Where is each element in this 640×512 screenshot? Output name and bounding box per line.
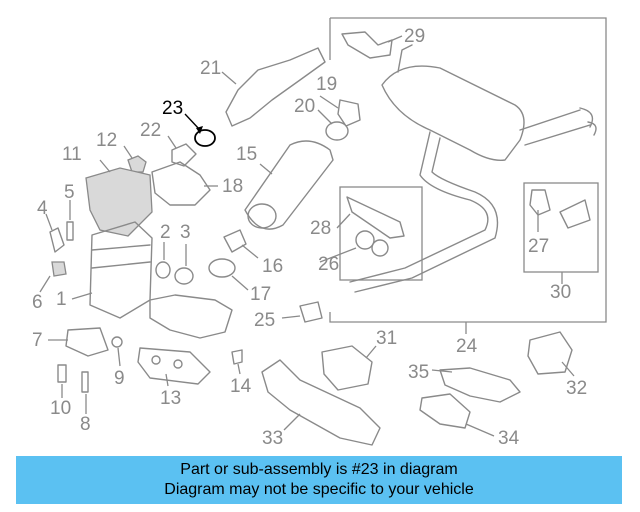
ring-20: [325, 121, 349, 141]
bolt-5: [66, 221, 74, 241]
nut-12: [127, 155, 147, 173]
callout-18: 18: [222, 176, 243, 197]
nut-6: [51, 261, 67, 277]
callout-27: 27: [528, 236, 549, 257]
bolt-14: [231, 349, 243, 365]
leader-23-arrowhead: [196, 126, 203, 134]
callout-19: 19: [316, 74, 337, 95]
callout-31: 31: [376, 328, 397, 349]
callout-10: 10: [50, 398, 71, 419]
flange-gasket-13: [137, 347, 211, 385]
sub-assembly-box-27: [523, 182, 599, 273]
callout-23-highlighted: 23: [162, 98, 183, 119]
bracket-7: [65, 327, 109, 357]
info-banner: Part or sub-assembly is #23 in diagram D…: [16, 456, 622, 504]
bolt-8: [81, 371, 89, 393]
callout-35: 35: [408, 362, 429, 383]
ring-17: [208, 258, 236, 278]
callout-5: 5: [64, 182, 75, 203]
callout-1: 1: [56, 289, 67, 310]
bracket-27b: [559, 199, 591, 229]
callout-7: 7: [32, 330, 43, 351]
exhaust-system-diagram: 1 2 3 4 5 6 7 8 9 10 11 12 13 14 15 16 1…: [32, 17, 607, 449]
clamp-3: [174, 267, 194, 285]
callout-2: 2: [160, 222, 171, 243]
callout-4: 4: [37, 198, 48, 219]
callout-33: 33: [262, 428, 283, 449]
callout-34: 34: [498, 428, 520, 449]
flange-22: [171, 143, 197, 167]
callout-32: 32: [566, 378, 587, 399]
gasket-13-hole-b: [173, 359, 183, 369]
heat-shield-33: [261, 359, 381, 446]
callout-20: 20: [294, 96, 315, 117]
callout-24: 24: [456, 336, 478, 357]
banner-line-disclaimer: Diagram may not be specific to your vehi…: [164, 481, 474, 498]
washer-9: [111, 336, 123, 348]
hanger-29: [341, 31, 393, 59]
callout-12: 12: [96, 130, 117, 151]
stud-10: [57, 364, 67, 383]
clamp-25: [299, 301, 323, 323]
callout-28: 28: [310, 218, 331, 239]
converter-1-ribs: [91, 244, 151, 269]
callout-25: 25: [254, 310, 275, 331]
manifold-pipe: [149, 294, 233, 339]
mount-26a: [355, 230, 375, 250]
gasket-2: [155, 261, 171, 279]
leader-lines: [39, 35, 575, 437]
gasket-13-hole-a: [151, 355, 161, 365]
callout-6: 6: [32, 292, 43, 313]
shield-35: [439, 367, 521, 403]
callout-8: 8: [80, 414, 91, 435]
bracket-4: [49, 227, 65, 253]
clamp-19: [337, 99, 361, 127]
callout-17: 17: [250, 284, 271, 305]
exhaust-group-outline: [329, 17, 607, 323]
callout-15: 15: [236, 144, 257, 165]
callout-29: 29: [404, 26, 425, 47]
callout-30: 30: [550, 282, 571, 303]
callout-14: 14: [230, 376, 252, 397]
mount-26b: [371, 239, 389, 257]
callout-21: 21: [200, 58, 221, 79]
callout-11: 11: [62, 144, 82, 165]
callout-22: 22: [140, 120, 161, 141]
muffler-assembly: [349, 44, 597, 293]
clamp-16: [223, 229, 247, 253]
component-18: [151, 161, 211, 206]
front-pipe-21: [225, 47, 326, 127]
bracket-28: [346, 196, 405, 239]
hanger-27: [529, 189, 551, 216]
resonator-15-end: [247, 203, 277, 229]
shield-31: [321, 345, 373, 391]
shield-34: [419, 393, 471, 429]
callout-26: 26: [318, 254, 339, 275]
callout-16: 16: [262, 256, 283, 277]
callout-13: 13: [160, 388, 181, 409]
heat-shield-11: [85, 167, 153, 237]
leader-23-highlighted: [184, 113, 201, 131]
callout-9: 9: [114, 368, 125, 389]
bracket-32: [527, 331, 573, 375]
callout-3: 3: [180, 222, 191, 243]
gasket-23-highlighted: [194, 129, 216, 147]
sub-assembly-box-26-28: [339, 186, 423, 281]
resonator-15: [244, 140, 334, 230]
catalytic-converter-1: [89, 221, 153, 319]
banner-line-part-number: Part or sub-assembly is #23 in diagram: [180, 461, 458, 478]
